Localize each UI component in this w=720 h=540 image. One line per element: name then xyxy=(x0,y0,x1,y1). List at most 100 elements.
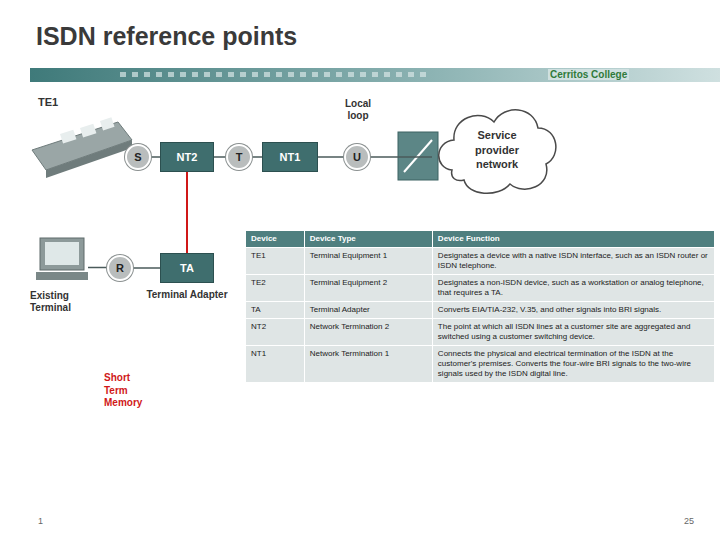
table-cell: Designates a non-ISDN device, such as a … xyxy=(432,275,714,302)
device-box: NT2 xyxy=(160,142,214,172)
table-cell: Designates a device with a native ISDN i… xyxy=(432,248,714,275)
table-cell: Network Termination 2 xyxy=(304,319,432,346)
table-cell: Terminal Equipment 2 xyxy=(304,275,432,302)
bar-tick xyxy=(384,72,390,77)
bar-tick xyxy=(336,72,342,77)
table-cell: TA xyxy=(246,302,305,319)
table-header: Device xyxy=(246,231,305,248)
bar-tick xyxy=(120,72,126,77)
cell-text: NT2 xyxy=(251,322,266,331)
slide-title: ISDN reference points xyxy=(36,22,297,51)
table-body: DeviceDevice TypeDevice FunctionTE1Termi… xyxy=(246,231,715,383)
isdn-phone-icon xyxy=(32,117,132,178)
connector xyxy=(318,156,344,158)
bar-tick xyxy=(348,72,354,77)
header-bar xyxy=(30,68,720,82)
loop-label: Local loop xyxy=(338,98,378,122)
table-cell: NT2 xyxy=(246,319,305,346)
bar-tick xyxy=(408,72,414,77)
reference-point: U xyxy=(344,144,370,170)
bar-tick xyxy=(312,72,318,77)
table-header-row: Device Device Type Device Function xyxy=(246,231,715,248)
table-cell: Terminal Equipment 1 xyxy=(304,248,432,275)
bar-tick xyxy=(192,72,198,77)
cell-text: Converts EIA/TIA-232, V.35, and other si… xyxy=(438,305,661,314)
connector xyxy=(151,156,160,158)
note-text: Short Term Memory xyxy=(104,372,144,410)
node-caption: Terminal Adapter xyxy=(140,289,234,301)
device-table: DeviceDevice TypeDevice FunctionTE1Termi… xyxy=(245,230,715,383)
node-label: NT1 xyxy=(280,151,301,163)
cell-text: NT1 xyxy=(251,349,266,358)
table-cell: TE1 xyxy=(246,248,305,275)
connector xyxy=(214,156,226,158)
connector xyxy=(133,267,160,269)
cell-text: Device Type xyxy=(310,234,356,243)
table-header: Device Function xyxy=(432,231,714,248)
cell-text: Device Function xyxy=(438,234,500,243)
node-label: R xyxy=(116,262,124,274)
page-number: 1 xyxy=(38,516,43,526)
bar-tick xyxy=(168,72,174,77)
table-row: TA Terminal Adapter Converts EIA/TIA-232, … xyxy=(246,302,715,319)
cell-text: Terminal Adapter xyxy=(310,305,370,314)
bar-tick xyxy=(180,72,186,77)
cell-text: TA xyxy=(251,305,261,314)
node-label: TA xyxy=(180,262,194,274)
table-row: NT1 Network Termination 1 Connects the phy… xyxy=(246,346,715,383)
page-number: 25 xyxy=(684,516,694,526)
node-label: NT2 xyxy=(177,151,198,163)
bar-tick xyxy=(228,72,234,77)
table-cell: The point at which all ISDN lines at a c… xyxy=(432,319,714,346)
connector xyxy=(370,156,432,158)
cell-text: Device xyxy=(251,234,277,243)
table-cell: NT1 xyxy=(246,346,305,383)
cell-text: TE2 xyxy=(251,278,266,287)
node-label: T xyxy=(236,151,243,163)
cell-text: Designates a device with a native ISDN i… xyxy=(438,251,708,270)
ta-box: TA xyxy=(160,253,214,283)
node-label: U xyxy=(353,151,361,163)
bar-tick xyxy=(156,72,162,77)
table-cell: Connects the physical and electrical ter… xyxy=(432,346,714,383)
cell-text: TE1 xyxy=(251,251,266,260)
switch-icon xyxy=(398,132,438,180)
cell-text: Network Termination 1 xyxy=(310,349,389,358)
existing-terminal: Existing Terminal xyxy=(30,234,94,314)
bar-tick xyxy=(288,72,294,77)
college-name: Cerritos College xyxy=(548,69,629,80)
cell-text: Network Termination 2 xyxy=(310,322,389,331)
provider-cloud: Service provider network xyxy=(432,100,562,200)
bar-tick xyxy=(372,72,378,77)
bar-ticks xyxy=(120,72,426,77)
reference-point: T xyxy=(226,144,252,170)
table-cell: TE2 xyxy=(246,275,305,302)
cell-text: The point at which all ISDN lines at a c… xyxy=(438,322,691,341)
computer-icon xyxy=(36,238,88,280)
device-box: NT1 xyxy=(262,142,318,172)
bar-tick xyxy=(252,72,258,77)
bar-tick xyxy=(132,72,138,77)
cell-text: Terminal Equipment 2 xyxy=(310,278,387,287)
node-label: TE1 xyxy=(38,96,58,108)
bar-tick xyxy=(396,72,402,77)
bar-tick xyxy=(360,72,366,77)
cell-text: Designates a non-ISDN device, such as a … xyxy=(438,278,704,297)
node-label: S xyxy=(134,151,141,163)
bar-tick xyxy=(300,72,306,77)
cell-text: Connects the physical and electrical ter… xyxy=(438,349,691,378)
bar-tick xyxy=(204,72,210,77)
bar-tick xyxy=(276,72,282,77)
cell-text: Terminal Equipment 1 xyxy=(310,251,387,260)
table-cell: Converts EIA/TIA-232, V.35, and other si… xyxy=(432,302,714,319)
table-row: TE2 Terminal Equipment 2 Designates a non-… xyxy=(246,275,715,302)
bar-tick xyxy=(420,72,426,77)
table-row: NT2 Network Termination 2 The point at whi… xyxy=(246,319,715,346)
bar-tick xyxy=(144,72,150,77)
bar-tick xyxy=(216,72,222,77)
terminal-adapter: Terminal AdapterTA xyxy=(160,253,214,283)
connector xyxy=(186,172,188,253)
reference-point: S xyxy=(125,144,151,170)
bar-tick xyxy=(264,72,270,77)
